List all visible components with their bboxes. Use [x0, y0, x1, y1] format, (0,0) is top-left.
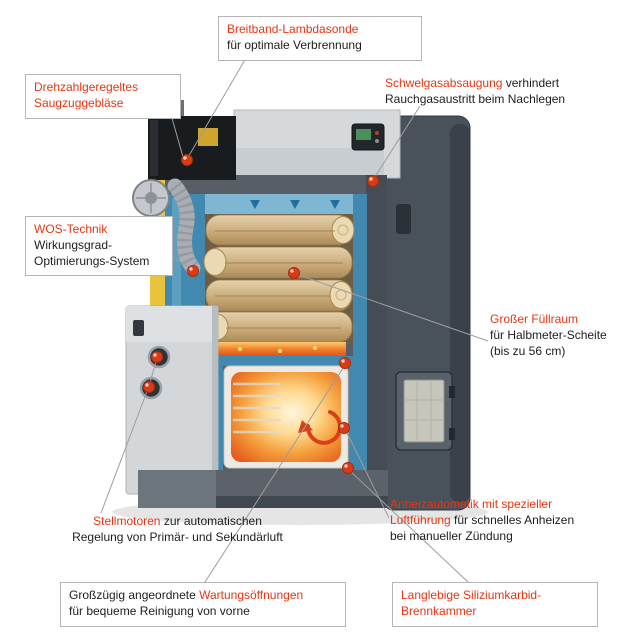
- callout-text-segment: Brennkammer: [401, 603, 477, 618]
- callout-line: Langlebige Siliziumkarbid-: [401, 588, 589, 604]
- suction-arrow-icon: [250, 200, 260, 209]
- callout-text-segment: Regelung von Primär- und Sekundärluft: [72, 529, 283, 544]
- callout-text-segment: zur automatischen: [160, 514, 262, 528]
- callout-text-segment: Wirkungsgrad-: [34, 237, 113, 252]
- callout-line: Rauchgasaustritt beim Nachlegen: [385, 92, 597, 108]
- callout-line: (bis zu 56 cm): [490, 344, 618, 360]
- callout-text-segment: Optimierungs-System: [34, 253, 150, 268]
- base-plinth: [138, 470, 388, 508]
- callout-text-segment: Wartungsöffnungen: [199, 588, 304, 602]
- callout-line: Brennkammer: [401, 604, 589, 620]
- callout-text-segment: Rauchgasaustritt beim Nachlegen: [385, 91, 566, 106]
- side-maintenance-door: [395, 371, 455, 451]
- callout-line: Saugzuggebläse: [34, 96, 172, 112]
- callout-text-segment: Saugzuggebläse: [34, 95, 124, 110]
- callout-line: bei manueller Zündung: [390, 529, 598, 545]
- primary-air-knob: [147, 345, 171, 369]
- callout-line: Großer Füllraum: [490, 312, 618, 328]
- callout-text-segment: Schwelgasabsaugung: [385, 76, 503, 90]
- callout-text-segment: für bequeme Reinigung von vorne: [69, 603, 250, 618]
- controller-display: [351, 123, 385, 151]
- suction-arrow-icon: [330, 200, 340, 209]
- callout-text-segment: Langlebige Siliziumkarbid-: [401, 588, 542, 602]
- combustion-chamber: [205, 356, 367, 482]
- callout-line: Stellmotoren zur automatischen: [55, 514, 300, 530]
- callout-line: für Halbmeter-Scheite: [490, 328, 618, 344]
- callout-line: für bequeme Reinigung von vorne: [69, 604, 337, 620]
- callout-line: Drehzahlgeregeltes: [34, 80, 172, 96]
- callout-text-segment: für Halbmeter-Scheite: [490, 327, 607, 342]
- callout-line: Anheizautomatik mit spezieller: [390, 497, 598, 513]
- wood-logs: [203, 214, 355, 344]
- callout-line: Wirkungsgrad-: [34, 238, 164, 254]
- callout-text-segment: Großer Füllraum: [490, 312, 579, 326]
- ember-bed: [214, 342, 346, 357]
- callout-line: Optimierungs-System: [34, 254, 164, 270]
- callout-text-segment: Großzügig angeordnete: [69, 588, 200, 602]
- callout-line: WOS-Technik: [34, 222, 164, 238]
- callout-text-segment: Luftführung: [390, 512, 451, 527]
- callout-line: Breitband-Lambdasonde: [227, 22, 413, 38]
- callout-line: Luftführung für schnelles Anheizen: [390, 513, 598, 529]
- callout-line: Regelung von Primär- und Sekundärluft: [55, 530, 300, 546]
- callout-line: Großzügig angeordnete Wartungsöffnungen: [69, 588, 337, 604]
- callout-text-segment: (bis zu 56 cm): [490, 343, 566, 358]
- callout-text-segment: Drehzahlgeregeltes: [34, 80, 139, 94]
- callout-text-segment: für schnelles Anheizen: [450, 512, 575, 527]
- callout-text-segment: verhindert: [502, 76, 560, 90]
- callout-text-segment: WOS-Technik: [34, 222, 108, 236]
- callout-text-segment: Anheizautomatik mit spezieller: [390, 497, 553, 511]
- front-left-panel: [125, 305, 219, 495]
- secondary-air-knob: [139, 376, 163, 400]
- callout-text-segment: für optimale Verbrennung: [227, 37, 362, 52]
- callout-text-segment: Breitband-Lambdasonde: [227, 22, 359, 36]
- callout-text-segment: bei manueller Zündung: [390, 528, 513, 543]
- callout-text-segment: Stellmotoren: [93, 514, 161, 528]
- callout-line: für optimale Verbrennung: [227, 38, 413, 54]
- suction-arrow-icon: [290, 200, 300, 209]
- callout-brennkammer: Langlebige Siliziumkarbid-Brennkammer: [392, 582, 598, 627]
- callout-line: Schwelgasabsaugung verhindert: [385, 76, 597, 92]
